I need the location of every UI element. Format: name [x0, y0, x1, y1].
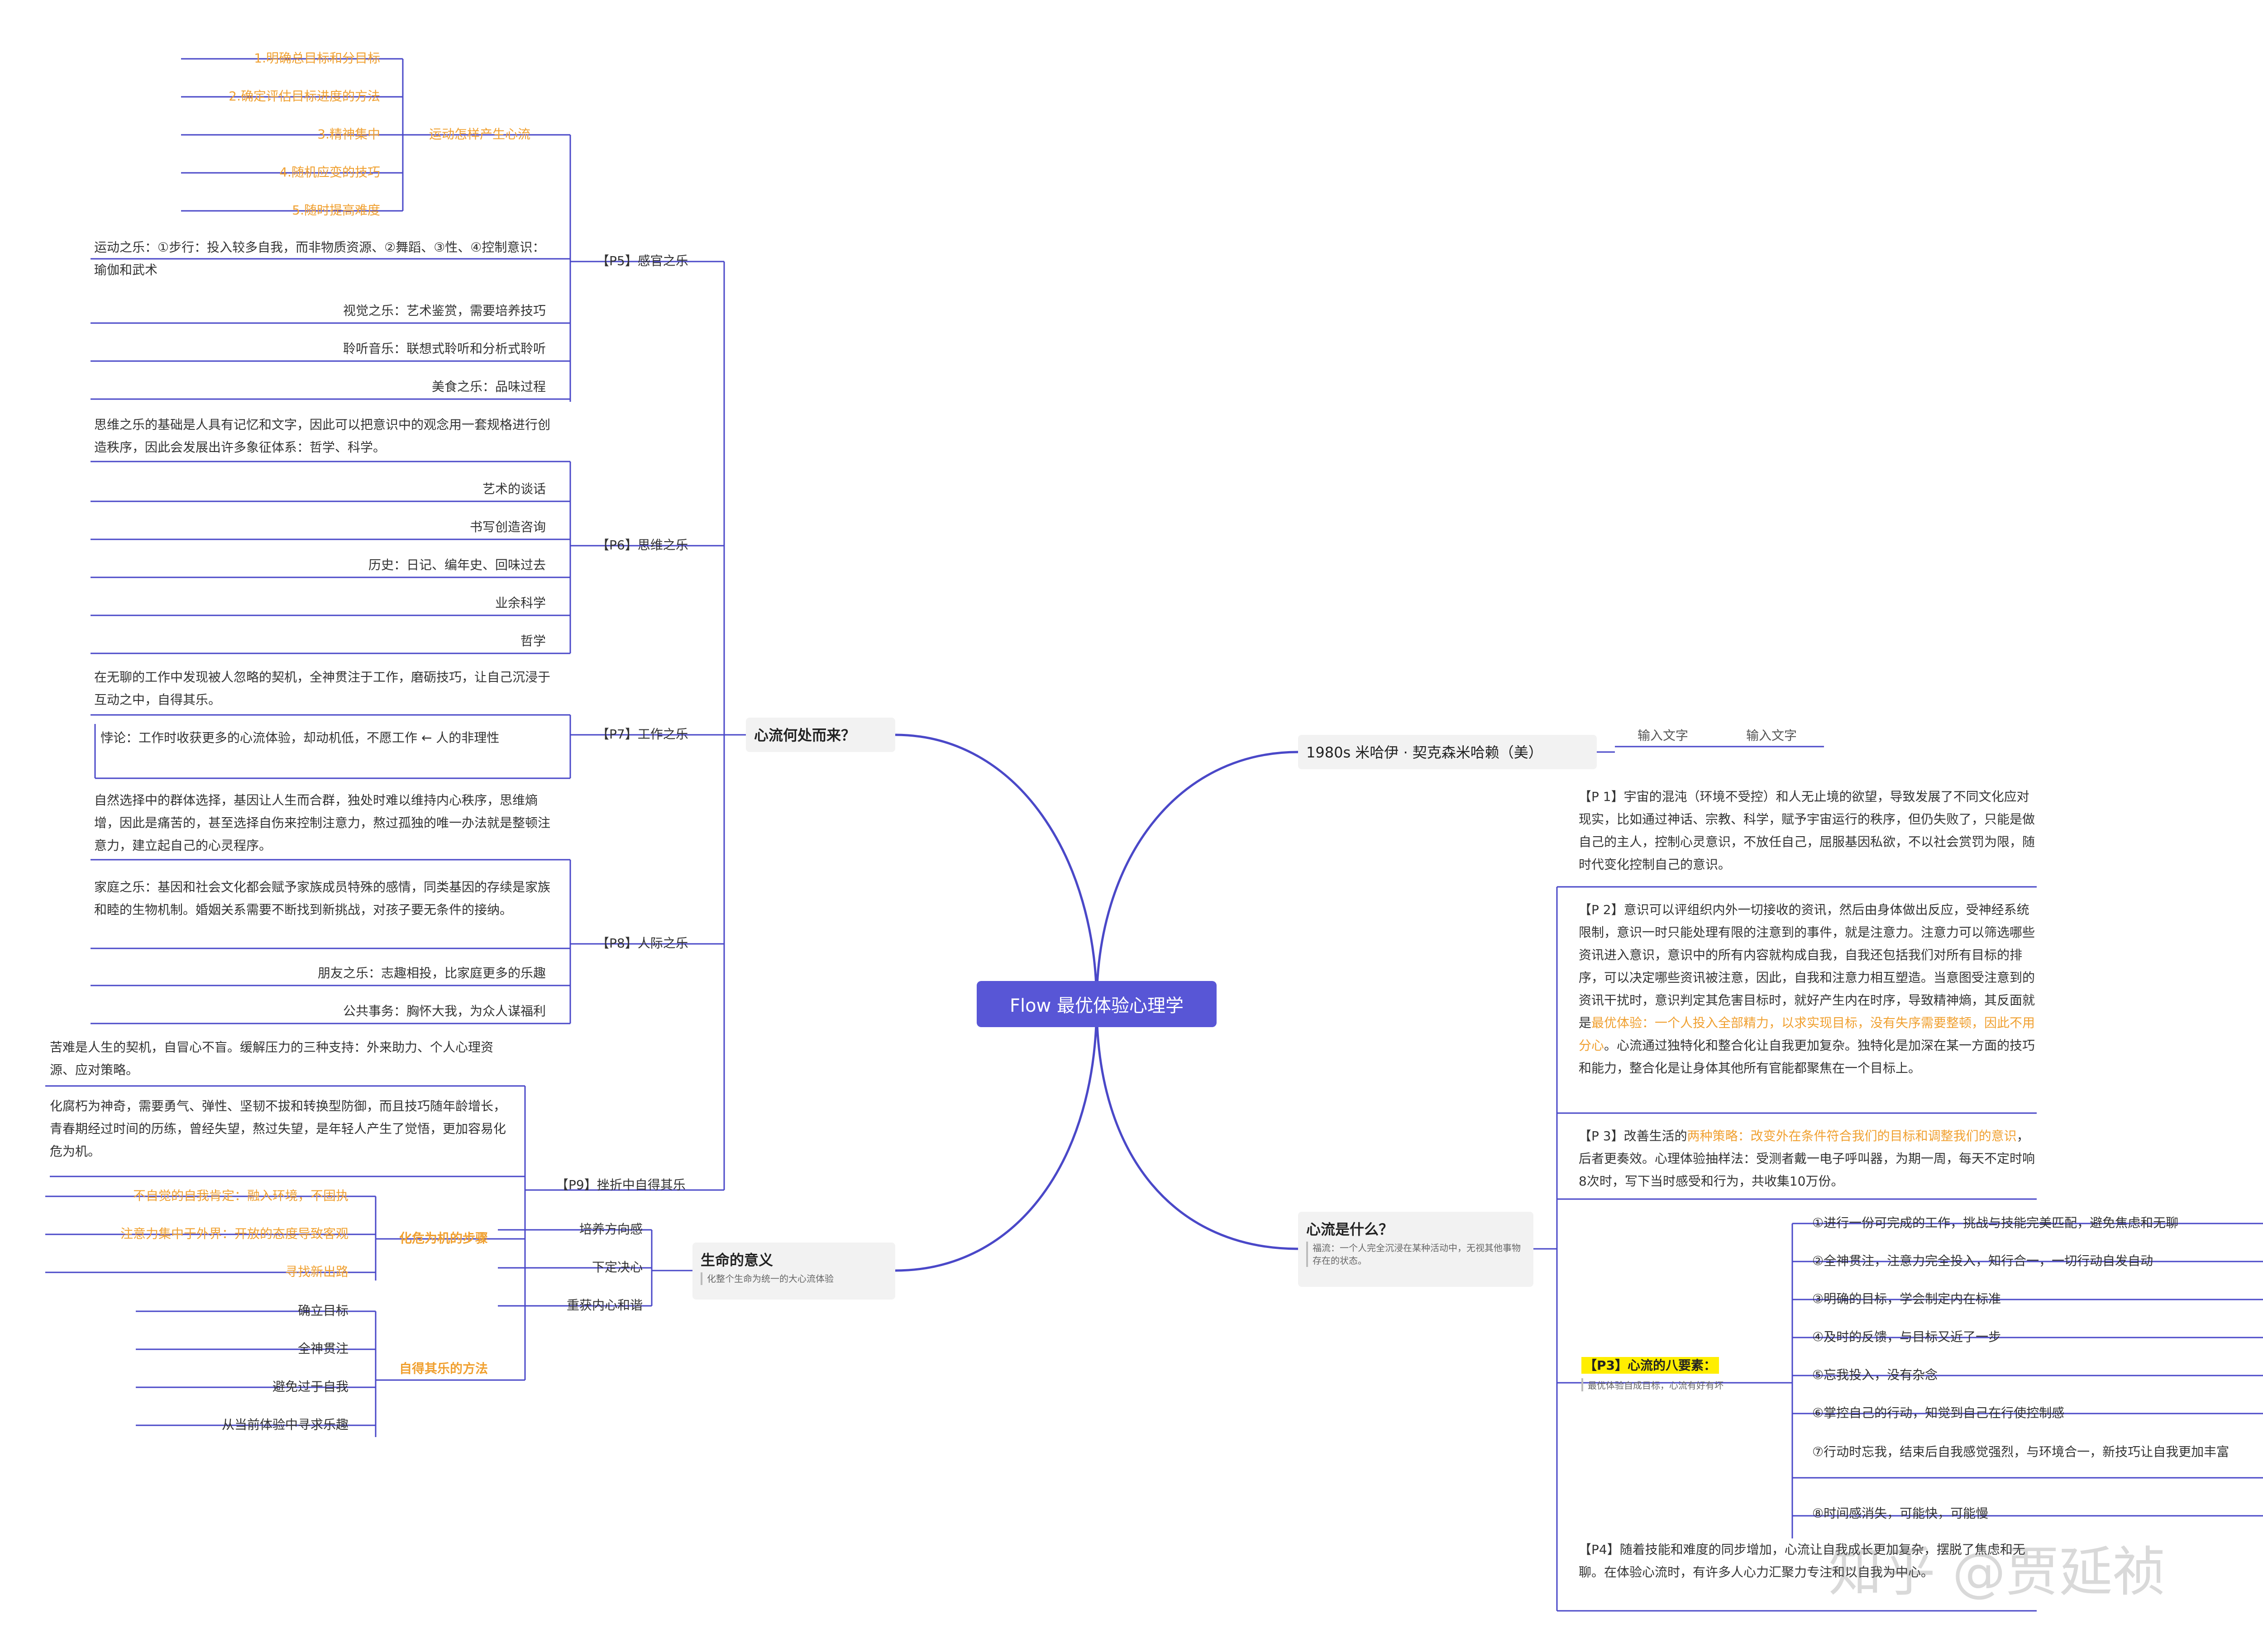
meaning-item-3[interactable]: 重获内心和谐	[566, 1298, 643, 1313]
p7-b[interactable]: 悖论：工作时收获更多的心流体验，却动机低，不愿工作 ← 人的非理性	[100, 730, 500, 745]
p3-text[interactable]: 【P 3】改善生活的两种策略：改变外在条件符合我们的目标和调整我们的意识，后者更…	[1579, 1125, 2038, 1193]
input-text-1[interactable]: 输入文字	[1638, 728, 1689, 743]
p9-method-label[interactable]: 自得其乐的方法	[399, 1361, 488, 1376]
hub-what-is-flow[interactable]: 心流是什么？ 福流：一个人完全沉浸在某种活动中，无视其他事物存在的状态。	[1298, 1212, 1533, 1287]
p3-part-b: ，后者更奏效。心理体验抽样法：受测者戴一电子呼叫器，为期一周，每天不定时响8次时…	[1579, 1128, 2035, 1189]
p8-a[interactable]: 自然选择中的群体选择，基因让人生而合群，独处时难以维持内心秩序，思维熵增，因此是…	[94, 793, 551, 853]
p9-step-1[interactable]: 不自觉的自我肯定：融入环境，不固执	[133, 1188, 349, 1203]
connector-0	[895, 733, 1098, 1005]
p7-label[interactable]: 【P7】工作之乐	[597, 727, 688, 742]
eight-elements-tag[interactable]: 【P3】心流的八要素： 最优体验自成目标，心流有好有坏	[1581, 1356, 1724, 1391]
hub-meaning-sub: 化整个生命为统一的大心流体验	[701, 1272, 887, 1285]
meaning-item-1[interactable]: 培养方向感	[579, 1222, 643, 1237]
p9-method-3[interactable]: 避免过于自我	[272, 1379, 349, 1394]
p5-sport-item-5[interactable]: 5.随时提高难度	[292, 203, 380, 218]
p6-item-2[interactable]: 书写创造咨询	[469, 519, 546, 534]
element-5[interactable]: ⑤忘我投入，没有杂念	[1812, 1367, 1938, 1382]
connector-2	[1095, 751, 1299, 1005]
p6-item-5[interactable]: 哲学	[520, 633, 546, 648]
p5-visual[interactable]: 视觉之乐：艺术鉴赏，需要培养技巧	[343, 303, 546, 318]
input-text-2[interactable]: 输入文字	[1746, 728, 1797, 743]
p8-label[interactable]: 【P8】人际之乐	[597, 936, 688, 951]
p2-part-a: 【P 2】意识可以评组织内外一切接收的资讯，然后由身体做出反应，受神经系统限制，…	[1579, 902, 2035, 1030]
p5-sport-item-3[interactable]: 3.精神集中	[317, 127, 380, 142]
hub-origin[interactable]: 心流何处而来？	[746, 718, 895, 752]
element-4[interactable]: ④及时的反馈，与目标又近了一步	[1812, 1329, 2001, 1344]
p9-step-3[interactable]: 寻找新出路	[285, 1264, 349, 1279]
p6-item-4[interactable]: 业余科学	[495, 595, 546, 610]
element-1[interactable]: ①进行一份可完成的工作，挑战与技能完美匹配，避免焦虑和无聊	[1812, 1215, 2179, 1230]
root-node[interactable]: Flow 最优体验心理学	[977, 981, 1217, 1027]
p9-a[interactable]: 苦难是人生的契机，自冒心不盲。缓解压力的三种支持：外来助力、个人心理资源、应对策…	[50, 1040, 494, 1077]
p6-label[interactable]: 【P6】思维之乐	[597, 538, 688, 552]
p5-label[interactable]: 【P5】感官之乐	[597, 253, 688, 268]
p5-sport-joy[interactable]: 运动之乐：①步行：投入较多自我，而非物质资源、②舞蹈、③性、④控制意识：瑜伽和武…	[94, 240, 545, 277]
p9-label[interactable]: 【P9】挫折中自得其乐	[556, 1177, 686, 1192]
p6-item-1[interactable]: 艺术的谈话	[482, 481, 546, 496]
p3-highlight: 两种策略：改变外在条件符合我们的目标和调整我们的意识	[1687, 1128, 2017, 1143]
connector-1	[895, 1004, 1098, 1272]
eight-elements-sub: 最优体验自成目标，心流有好有坏	[1581, 1378, 1724, 1391]
hub-meaning-title: 生命的意义	[701, 1252, 773, 1269]
p9-method-2[interactable]: 全神贯注	[297, 1341, 349, 1356]
p9-b[interactable]: 化腐朽为神奇，需要勇气、弹性、坚韧不拔和转换型防御，而且技巧随年龄增长，青春期经…	[50, 1099, 506, 1159]
hub-what-title: 心流是什么？	[1306, 1221, 1394, 1238]
p5-sport-item-1[interactable]: 1.明确总目标和分目标	[254, 51, 380, 66]
p3-part-a: 【P 3】改善生活的	[1579, 1128, 1687, 1143]
p9-method-1[interactable]: 确立目标	[297, 1303, 349, 1318]
p5-sport-flow[interactable]: 运动怎样产生心流	[429, 127, 531, 142]
p9-steps-label[interactable]: 化危为机的步骤	[399, 1231, 488, 1246]
p1-text[interactable]: 【P 1】宇宙的混沌（环境不受控）和人无止境的欲望，导致发展了不同文化应对现实，…	[1579, 789, 2035, 872]
p5-sport-item-2[interactable]: 2.确定评估目标进度的方法	[229, 89, 380, 104]
author-node[interactable]: 1980s 米哈伊 · 契克森米哈赖（美）	[1298, 735, 1597, 769]
eight-elements-label: 【P3】心流的八要素：	[1581, 1357, 1719, 1374]
meaning-item-2[interactable]: 下定决心	[592, 1260, 643, 1275]
p8-c[interactable]: 朋友之乐：志趣相投，比家庭更多的乐趣	[317, 966, 546, 981]
p8-d[interactable]: 公共事务：胸怀大我，为众人谋福利	[343, 1004, 546, 1019]
hub-what-sub: 福流：一个人完全沉浸在某种活动中，无视其他事物存在的状态。	[1306, 1242, 1525, 1267]
element-6[interactable]: ⑥掌控自己的行动，知觉到自己在行使控制感	[1812, 1405, 2065, 1420]
p4-text[interactable]: 【P4】随着技能和难度的同步增加，心流让自我成长更加复杂，摆脱了焦虑和无聊。在体…	[1579, 1542, 2025, 1580]
p2-text[interactable]: 【P 2】意识可以评组织内外一切接收的资讯，然后由身体做出反应，受神经系统限制，…	[1579, 899, 2038, 1080]
p5-food[interactable]: 美食之乐：品味过程	[431, 379, 546, 394]
connector-3	[1095, 1004, 1299, 1250]
element-7[interactable]: ⑦行动时忘我，结束后自我感觉强烈，与环境合一，新技巧让自我更加丰富	[1812, 1444, 2230, 1459]
p8-b[interactable]: 家庭之乐：基因和社会文化都会赋予家族成员特殊的感情，同类基因的存续是家族和睦的生…	[94, 880, 551, 917]
p9-method-4[interactable]: 从当前体验中寻求乐趣	[221, 1417, 349, 1432]
p6-basis[interactable]: 思维之乐的基础是人具有记忆和文字，因此可以把意识中的观念用一套规格进行创造秩序，…	[94, 417, 551, 455]
watermark: 知乎 @贾延祯	[1829, 1541, 2166, 1603]
p5-sport-item-4[interactable]: 4.随机应变的技巧	[279, 165, 380, 180]
p5-music[interactable]: 聆听音乐：联想式聆听和分析式聆听	[343, 341, 546, 356]
p6-item-3[interactable]: 历史：日记、编年史、回味过去	[368, 557, 546, 572]
element-2[interactable]: ②全神贯注，注意力完全投入，知行合一，一切行动自发自动	[1812, 1253, 2153, 1268]
p2-part-b: 。心流通过独特化和整合化让自我更加复杂。独特化是加深在某一方面的技巧和能力，整合…	[1579, 1038, 2035, 1076]
element-3[interactable]: ③明确的目标，学会制定内在标准	[1812, 1291, 2001, 1306]
p7-a[interactable]: 在无聊的工作中发现被人忽略的契机，全神贯注于工作，磨砺技巧，让自己沉浸于互动之中…	[94, 670, 551, 707]
p2-highlight: 最优体验：一个人投入全部精力，以求实现目标，没有失序需要整顿，因此不用分心	[1579, 1015, 2035, 1053]
element-8[interactable]: ⑧时间感消失，可能快，可能慢	[1812, 1506, 1989, 1521]
p9-step-2[interactable]: 注意力集中于外界：开放的态度导致客观	[120, 1226, 349, 1241]
hub-meaning[interactable]: 生命的意义 化整个生命为统一的大心流体验	[692, 1243, 895, 1300]
